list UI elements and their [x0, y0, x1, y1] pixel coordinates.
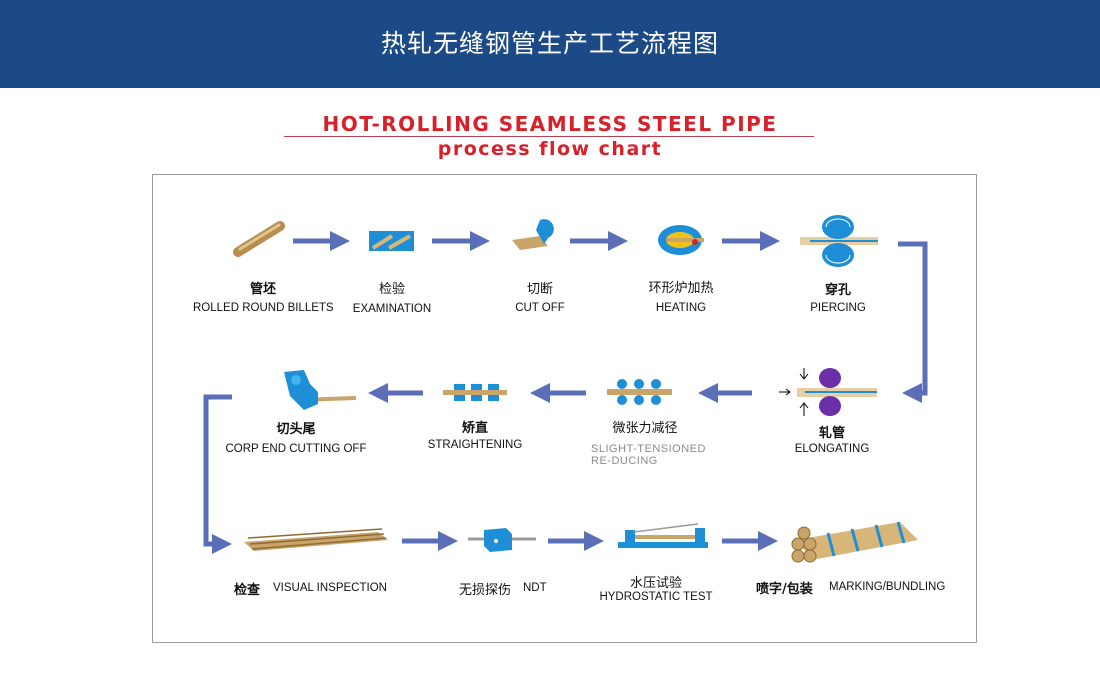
hydro-tester-icon	[618, 523, 708, 548]
end-cutter-icon	[284, 370, 356, 410]
step-label-cn: 环形炉加热	[648, 281, 714, 296]
furnace-icon	[658, 225, 704, 255]
step-label-cn: 检查	[234, 583, 261, 598]
step-label-en: PIERCING	[810, 302, 866, 314]
bundle-icon	[791, 521, 918, 563]
chart-subtitle: process flow chart	[437, 138, 663, 160]
page-title: 热轧无缝钢管生产工艺流程图	[380, 29, 719, 58]
flow-connector	[898, 241, 928, 403]
step-label-cn: 切断	[526, 282, 553, 297]
straightener-icon	[443, 384, 507, 401]
step-label-en: HYDROSTATIC TEST	[599, 591, 713, 603]
step-label-en: HEATING	[655, 302, 707, 314]
rolling-mill-icon	[779, 368, 877, 416]
step-label-cn: 矫直	[461, 421, 488, 436]
step-label-en: MARKING/BUNDLING	[829, 581, 946, 593]
step-label-en: SLIGHT-TENSIONED	[591, 443, 706, 455]
step-label-en: CUT OFF	[515, 302, 565, 314]
header-banner	[0, 0, 1100, 88]
step-label-cn: 无损探伤	[459, 583, 512, 598]
title-divider	[284, 136, 814, 137]
pipe-stack-icon	[244, 528, 388, 551]
step-label-en: CORP END CUTTING OFF	[225, 443, 367, 455]
step-label-en: NDT	[523, 582, 547, 594]
step-label-en: EXAMINATION	[352, 303, 432, 315]
step-label-cn: 微张力减径	[612, 421, 678, 436]
examination-icon	[369, 231, 414, 251]
step-label-cn: 水压试验	[629, 576, 682, 591]
piercing-mill-icon	[800, 215, 878, 267]
step-label-en-line2: RE-DUCING	[591, 455, 658, 467]
step-label-cn: 轧管	[818, 426, 845, 441]
step-label-en: ROLLED ROUND BILLETS	[193, 302, 334, 314]
chart-title: HOT-ROLLING SEAMLESS STEEL PIPE	[322, 112, 778, 136]
step-label-en: VISUAL INSPECTION	[273, 582, 387, 594]
step-label-en: ELONGATING	[794, 443, 870, 455]
ndt-probe-icon	[468, 528, 536, 552]
step-label-cn: 喷字/包装	[756, 582, 813, 597]
reducing-rolls-icon	[607, 379, 672, 405]
step-label-cn: 切头尾	[276, 422, 316, 437]
flow-connector	[203, 394, 232, 554]
cutter-icon	[512, 219, 554, 250]
step-label-cn: 检验	[378, 282, 405, 297]
step-label-cn: 穿孔	[824, 283, 851, 298]
step-label-cn: 管坯	[249, 282, 276, 297]
billet-icon	[233, 221, 285, 257]
step-label-en: STRAIGHTENING	[427, 439, 523, 451]
